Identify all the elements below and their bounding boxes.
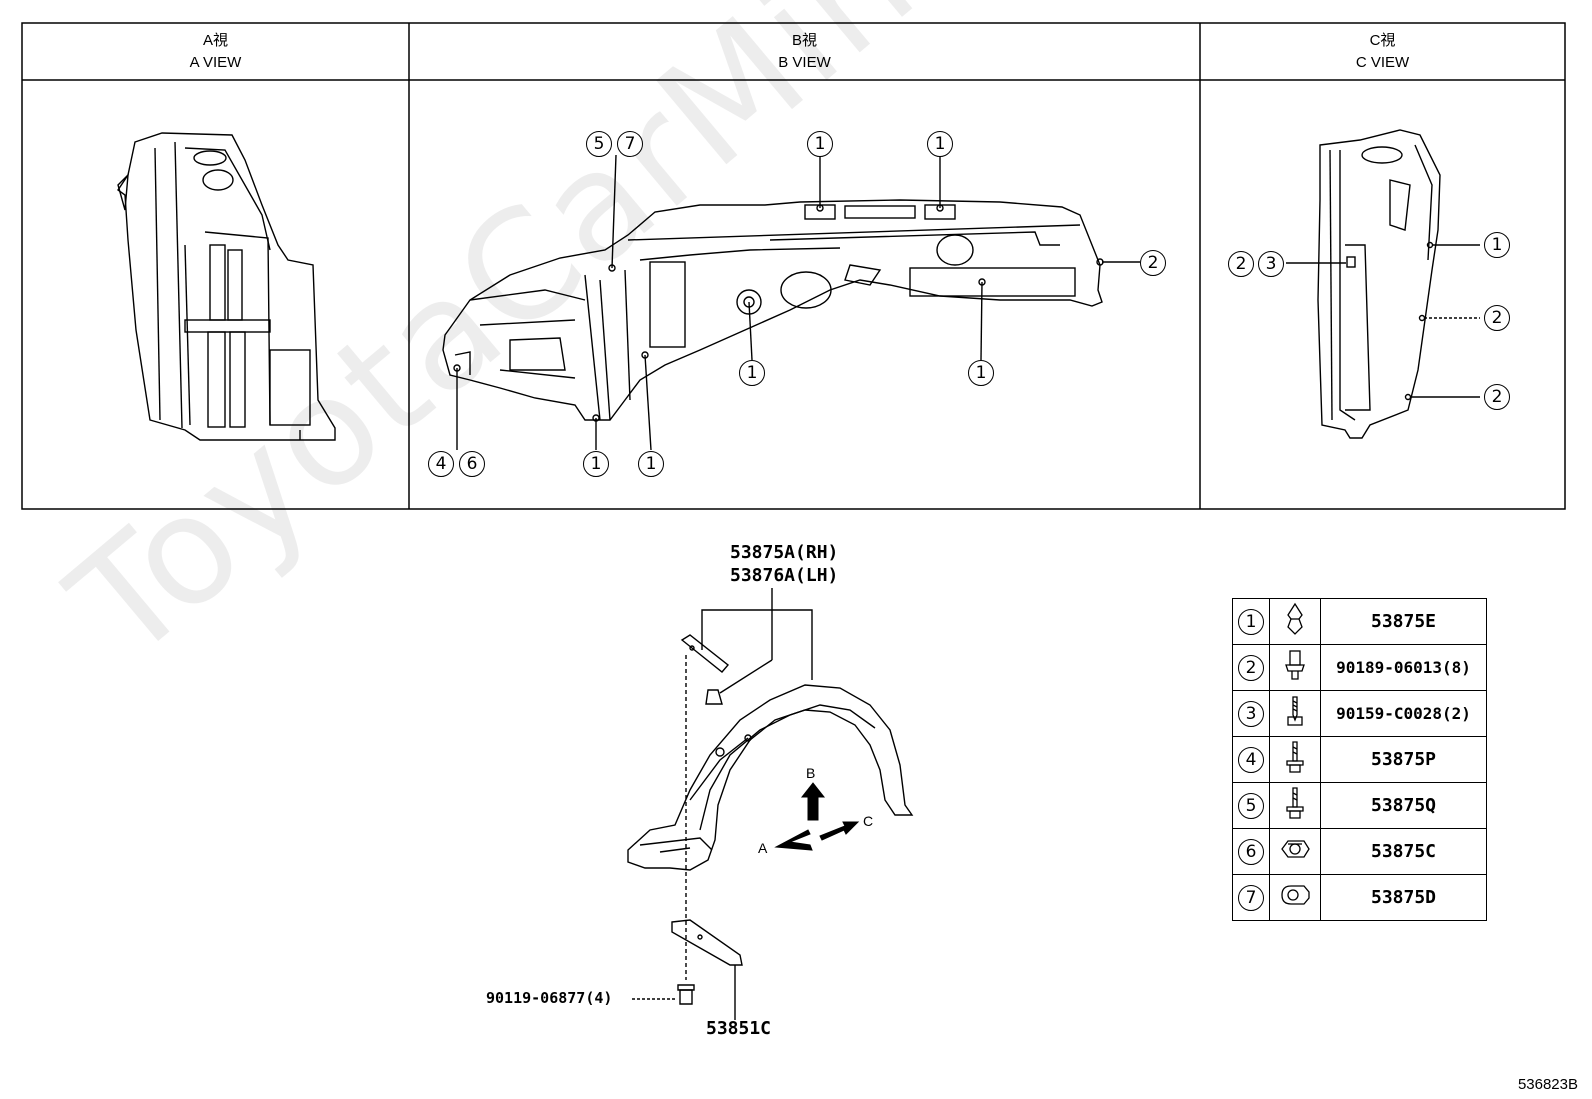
callout-1: 1: [1484, 232, 1510, 258]
c-view-title-en: C VIEW: [1355, 54, 1410, 71]
b-view-header: B視 B VIEW: [409, 25, 1200, 80]
a-view-title-jp: A視: [202, 32, 228, 49]
arrow-label-b: B: [806, 765, 815, 781]
flange-screw-icon: [1286, 787, 1304, 819]
callout-7: 7: [617, 131, 643, 157]
legend-part-number: 53875C: [1320, 828, 1487, 875]
nut-clip-icon: [1281, 885, 1310, 905]
part-label-bracket: 53851C: [706, 1018, 772, 1039]
part-label-liner-lh: 53876A(LH): [730, 565, 839, 586]
part-label-bolt: 90119-06877(4): [486, 989, 613, 1007]
callout-1: 1: [968, 360, 994, 386]
flange-screw-icon: [1286, 741, 1304, 773]
legend-part-number: 90189-06013(8): [1320, 644, 1487, 691]
legend-row: 5 53875Q: [1232, 782, 1487, 829]
nut-clip-icon: [1281, 840, 1310, 858]
legend-number: 1: [1238, 608, 1264, 635]
legend-row: 4 53875P: [1232, 736, 1487, 783]
callout-1: 1: [807, 131, 833, 157]
push-clip-icon: [1287, 602, 1303, 635]
callout-2: 2: [1484, 384, 1510, 410]
a-view-header: A視 A VIEW: [22, 25, 409, 80]
a-view-liner-drawing: [117, 132, 336, 441]
legend-row: 7 53875D: [1232, 874, 1487, 921]
part-label-liner-rh: 53875A(RH): [730, 542, 839, 563]
c-view-liner-drawing: [1286, 129, 1480, 439]
tapping-screw-icon: [1287, 696, 1303, 726]
c-view-header: C視 C VIEW: [1200, 25, 1565, 80]
a-view-title-en: A VIEW: [189, 54, 242, 71]
callout-1: 1: [739, 360, 765, 386]
legend-part-number: 53875P: [1320, 736, 1487, 783]
callout-2: 2: [1228, 251, 1254, 277]
legend-number: 4: [1238, 746, 1264, 773]
fastener-legend-table: 1 53875E 2 90189-06013(8) 3 90159-C0028(…: [1232, 598, 1487, 921]
clip-screw-icon: [1285, 650, 1305, 680]
callout-4: 4: [428, 451, 454, 477]
legend-part-number: 53875E: [1320, 598, 1487, 645]
legend-number: 7: [1238, 884, 1264, 911]
c-view-title-jp: C視: [1369, 32, 1396, 49]
arrow-label-a: A: [758, 840, 768, 856]
arrow-label-c: C: [863, 813, 873, 829]
legend-part-number: 90159-C0028(2): [1320, 690, 1487, 737]
callout-6: 6: [459, 451, 485, 477]
b-view-liner-drawing: [442, 154, 1140, 451]
callout-5: 5: [586, 131, 612, 157]
legend-part-number: 53875D: [1320, 874, 1487, 921]
legend-row: 3 90159-C0028(2): [1232, 690, 1487, 737]
b-view-title-jp: B視: [791, 32, 817, 49]
callout-3: 3: [1258, 251, 1284, 277]
callout-2: 2: [1140, 250, 1166, 276]
diagram-id: 536823B: [1517, 1076, 1578, 1093]
legend-number: 6: [1238, 838, 1264, 865]
legend-row: 2 90189-06013(8): [1232, 644, 1487, 691]
exploded-view-drawing: [627, 588, 914, 1020]
legend-number: 3: [1238, 700, 1264, 727]
callout-2: 2: [1484, 305, 1510, 331]
direction-arrows: [774, 782, 860, 851]
callout-1: 1: [583, 451, 609, 477]
legend-number: 2: [1238, 654, 1264, 681]
legend-row: 6 53875C: [1232, 828, 1487, 875]
callout-1: 1: [638, 451, 664, 477]
legend-number: 5: [1238, 792, 1264, 819]
legend-part-number: 53875Q: [1320, 782, 1487, 829]
callout-1: 1: [927, 131, 953, 157]
b-view-title-en: B VIEW: [778, 54, 831, 71]
legend-row: 1 53875E: [1232, 598, 1487, 645]
